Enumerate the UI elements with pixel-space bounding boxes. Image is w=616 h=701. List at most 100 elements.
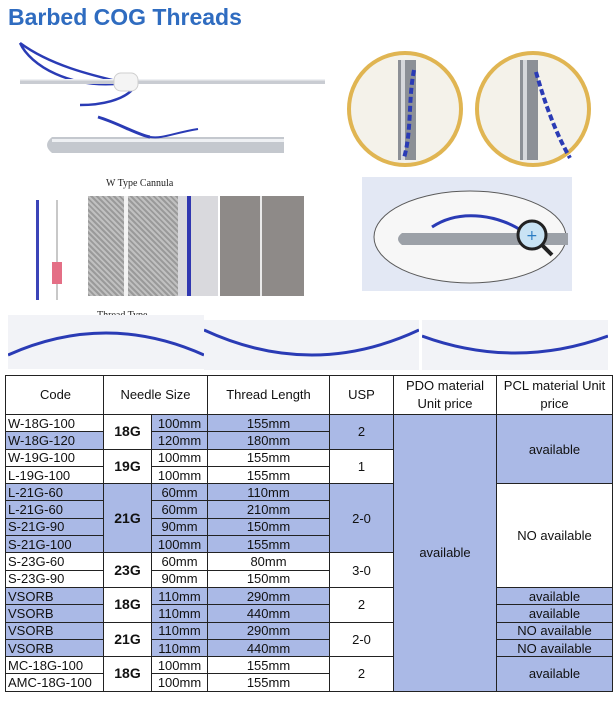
thread-length-cell: 440mm [207,638,330,658]
code-cell: W-18G-120 [5,431,104,450]
code-cell: S-23G-60 [5,552,104,571]
pcl-price-cell: available [496,586,613,606]
thread-length-cell: 155mm [207,448,330,467]
table-row: MC-18G-100 18G 100mm 155mm 2 available [5,656,613,692]
code-cell: VSORB [5,604,104,623]
table-row: S-23G-60 23G 60mm 80mm 3-0 [5,552,613,588]
thread-sample-image-3 [178,196,218,296]
header-needle-size: Needle Size [103,375,208,415]
needle-tip-zoom-image-2 [474,50,592,168]
code-cell: W-18G-100 [5,413,104,433]
table-row: AMC-18G-100 100mm 155mm [5,673,613,692]
thread-length-cell: 440mm [207,604,330,623]
header-pcl-price: PCL material Unit price [496,375,613,415]
table-row: VSORB 110mm 440mm available [5,604,613,623]
length-cell: 100mm [151,673,208,692]
code-cell: W-19G-100 [5,448,104,467]
pcl-price-cell: available [496,656,613,692]
cannula-magnifier-image: + [362,177,572,291]
thread-length-cell: 110mm [207,483,330,502]
curved-thread-image-2 [204,320,419,370]
code-cell: S-21G-100 [5,535,104,554]
thread-length-cell: 155mm [207,413,330,433]
table-row: L-21G-60 21G 60mm 110mm 2-0 NO available [5,483,613,588]
thread-length-cell: 290mm [207,586,330,606]
code-cell: VSORB [5,586,104,606]
thread-length-cell: 155mm [207,656,330,675]
table-header-row: Code Needle Size Thread Length USP PDO m… [5,375,613,415]
code-cell: L-21G-60 [5,500,104,519]
curved-thread-image-3 [422,320,608,370]
gauge-cell: 21G [103,483,152,554]
length-cell: 100mm [151,465,208,485]
length-cell: 100mm [151,656,208,675]
pcl-price-cell: available [496,604,613,623]
thread-sample-image-1 [30,200,75,300]
cannula-tip-image [38,115,286,165]
svg-text:+: + [526,228,538,244]
length-cell: 110mm [151,638,208,658]
needle-tip-zoom-image-1 [346,50,464,168]
length-cell: 90mm [151,569,208,588]
code-cell: MC-18G-100 [5,656,104,675]
table-row: S-21G-100 100mm 155mm [5,535,613,554]
pcl-price-cell: available [496,413,613,485]
needle-with-thread-image [10,35,330,110]
code-cell: VSORB [5,638,104,658]
usp-cell: 2-0 [329,483,394,554]
thread-length-cell: 150mm [207,517,330,537]
table-row: W-18G-100 18G 100mm 155mm 2 available av… [5,413,613,692]
usp-cell: 2 [329,656,394,692]
thread-length-cell: 155mm [207,673,330,692]
table-row: S-23G-90 90mm 150mm [5,569,613,588]
table-row: VSORB 110mm 440mm NO available [5,638,613,658]
table-row: S-21G-90 90mm 150mm [5,517,613,537]
usp-cell: 2-0 [329,621,394,658]
length-cell: 110mm [151,604,208,623]
usp-cell: 2 [329,586,394,623]
gauge-cell: 19G [103,448,152,485]
code-cell: S-23G-90 [5,569,104,588]
thread-length-cell: 80mm [207,552,330,571]
gauge-cell: 21G [103,621,152,658]
header-thread-length: Thread Length [207,375,330,415]
page-title: Barbed COG Threads [8,4,242,30]
pcl-price-cell: NO available [496,483,613,588]
length-cell: 110mm [151,586,208,606]
header-usp: USP [329,375,394,415]
length-cell: 120mm [151,431,208,450]
spec-table: Code Needle Size Thread Length USP PDO m… [5,375,613,692]
thread-length-cell: 155mm [207,465,330,485]
table-row: VSORB 18G 110mm 290mm 2 available [5,586,613,623]
code-cell: L-19G-100 [5,465,104,485]
length-cell: 60mm [151,500,208,519]
length-cell: 60mm [151,552,208,571]
pdo-price-cell: available [393,414,497,692]
table-row: VSORB 21G 110mm 290mm 2-0 NO available [5,621,613,658]
length-cell: 100mm [151,448,208,467]
code-cell: S-21G-90 [5,517,104,537]
length-cell: 110mm [151,621,208,640]
gauge-cell: 18G [103,586,152,623]
cannula-caption: W Type Cannula [106,178,174,189]
length-cell: 60mm [151,483,208,502]
usp-cell: 1 [329,448,394,485]
code-cell: VSORB [5,621,104,640]
thread-length-cell: 150mm [207,569,330,588]
pcl-price-cell: NO available [496,638,613,658]
length-cell: 100mm [151,535,208,554]
usp-cell: 2 [329,414,394,450]
gauge-cell: 18G [103,414,152,450]
curved-thread-image-1 [8,315,204,369]
thread-sample-image-2 [88,196,178,296]
length-cell: 100mm [151,413,208,433]
gauge-cell: 18G [103,656,152,692]
usp-cell: 3-0 [329,552,394,588]
thread-length-cell: 155mm [207,535,330,554]
thread-sample-image-4 [220,196,304,296]
pcl-price-cell: NO available [496,621,613,640]
table-row: L-21G-60 60mm 210mm [5,500,613,519]
length-cell: 90mm [151,517,208,537]
thread-length-cell: 180mm [207,431,330,450]
code-cell: AMC-18G-100 [5,673,104,692]
